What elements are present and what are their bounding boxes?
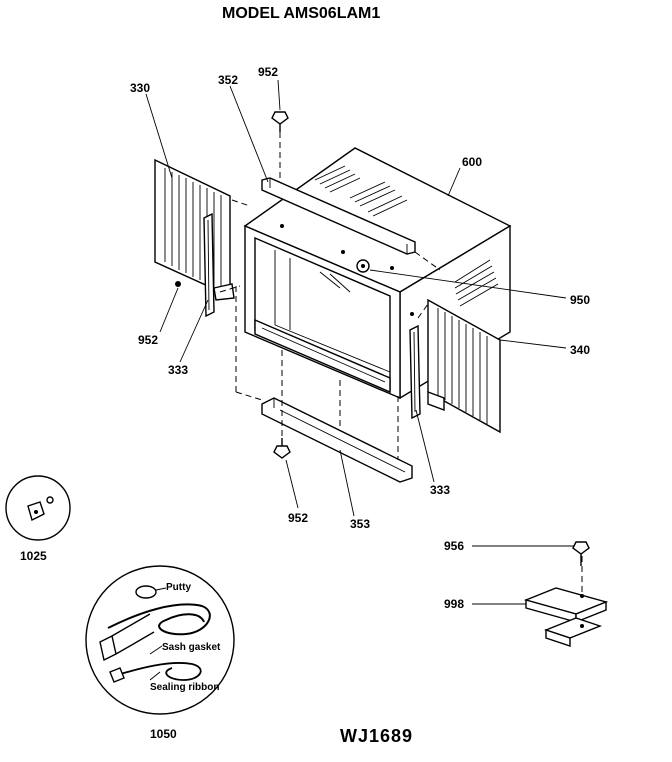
side-vents	[454, 259, 499, 307]
frame-bar-333-left	[203, 212, 215, 318]
callout-1025: 1025	[20, 549, 47, 563]
detail-1050: Putty Sash gasket Sealing ribbon 1050	[85, 565, 235, 741]
callout-352: 352	[218, 73, 238, 87]
callout-333-left: 333	[168, 363, 188, 377]
screw-952-top	[271, 111, 289, 132]
callout-1050: 1050	[150, 727, 177, 741]
screw-952-bottom	[273, 438, 291, 459]
screw-956	[572, 541, 590, 566]
label-putty: Putty	[166, 582, 191, 593]
callout-952-left: 952	[138, 333, 158, 347]
model-title: MODEL AMS06LAM1	[222, 5, 380, 22]
bottom-rail-353	[261, 397, 413, 483]
side-curtain-340	[427, 298, 501, 434]
alignment-lines	[219, 132, 441, 460]
callout-330: 330	[130, 81, 150, 95]
top-vents	[314, 165, 408, 217]
callout-956: 956	[444, 539, 464, 553]
callout-333-right: 333	[430, 483, 450, 497]
drawing-code: WJ1689	[340, 726, 413, 746]
sealing-ribbon	[109, 662, 202, 683]
side-curtain-330	[154, 158, 231, 298]
callout-600: 600	[462, 155, 482, 169]
sash-gasket	[99, 603, 211, 662]
bracket-998	[523, 556, 609, 647]
clip-left	[213, 283, 235, 301]
callout-952-top: 952	[258, 65, 278, 79]
leader-lines	[145, 79, 567, 517]
callout-353: 353	[350, 517, 370, 531]
callout-998: 998	[444, 597, 464, 611]
label-sealing-ribbon: Sealing ribbon	[150, 682, 219, 693]
callout-950: 950	[570, 293, 590, 307]
cabinet-600	[243, 147, 512, 400]
frame-bar-333-right	[409, 324, 421, 420]
putty-piece	[135, 585, 167, 599]
label-sash-gasket: Sash gasket	[162, 642, 221, 653]
clip-right	[427, 390, 445, 412]
callout-340: 340	[570, 343, 590, 357]
callout-952-bottom: 952	[288, 511, 308, 525]
detail-1025: 1025	[5, 475, 71, 563]
screw-952-left	[175, 281, 181, 287]
